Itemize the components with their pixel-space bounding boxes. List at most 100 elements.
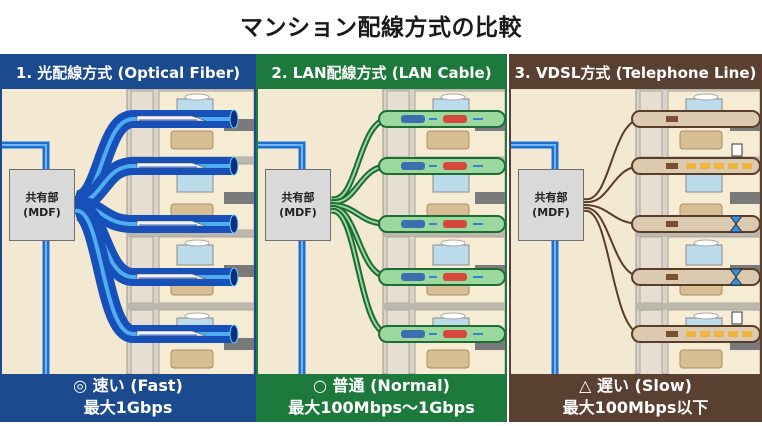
cargo-box-icon	[714, 163, 724, 169]
sofa-icon	[679, 130, 723, 150]
mdf-label: 共有部	[25, 191, 59, 204]
sofa-icon	[426, 349, 470, 369]
window-icon	[432, 244, 470, 266]
red-car-icon	[443, 115, 467, 123]
panel-footer: △ 遅い (Slow) 最大100Mbps以下	[511, 374, 760, 420]
lan-illustration	[258, 89, 505, 374]
max-speed: 最大100Mbps〜1Gbps	[288, 398, 475, 417]
optical-illustration	[2, 89, 254, 374]
riser-pipe-icon	[258, 141, 306, 374]
mdf-box: 共有部 (MDF)	[9, 169, 75, 241]
tube-end	[229, 267, 239, 287]
mdf-label: 共有部	[534, 191, 568, 204]
blue-car-icon	[401, 115, 425, 123]
red-car-icon	[443, 162, 467, 170]
telephone-line	[583, 209, 643, 335]
vdsl-illustration	[511, 89, 760, 374]
cargo-box-icon	[714, 331, 724, 337]
mdf-sublabel: (MDF)	[23, 206, 61, 219]
telephone-line	[583, 118, 643, 201]
red-car-icon	[443, 220, 467, 228]
traffic-icon	[731, 143, 743, 157]
lan-tube	[378, 268, 505, 286]
blue-car-icon	[401, 273, 425, 281]
hourglass-icon	[729, 268, 743, 286]
ceiling-light-icon	[184, 93, 210, 101]
floor-slab	[383, 303, 505, 310]
mine-cart-icon	[666, 163, 678, 169]
riser-pipe-icon	[511, 141, 559, 374]
mdf-label: 共有部	[281, 191, 315, 204]
panel-header: 1. 光配線方式 (Optical Fiber)	[2, 56, 254, 89]
red-car-icon	[443, 330, 467, 338]
tv-icon	[224, 192, 254, 204]
floor-slab	[636, 303, 760, 310]
cargo-box-icon	[686, 163, 696, 169]
floor-slab	[127, 303, 254, 310]
panel-footer: ◎ 速い (Fast) 最大1Gbps	[2, 374, 254, 420]
tv-icon	[475, 192, 505, 204]
max-speed: 最大1Gbps	[83, 398, 173, 417]
ceiling-light-icon	[693, 239, 719, 247]
lan-cable-core	[330, 209, 390, 335]
sofa-icon	[170, 349, 214, 369]
cargo-box-icon	[728, 331, 738, 337]
tube-end	[229, 214, 239, 234]
tv-icon	[730, 192, 760, 204]
traffic-icon	[731, 311, 743, 325]
sofa-icon	[679, 349, 723, 369]
speed-rating: ○ 普通 (Normal)	[313, 376, 450, 395]
panel-optical-fiber: 1. 光配線方式 (Optical Fiber) 共有部 (MDF) ◎ 速い …	[0, 54, 256, 422]
mdf-box: 共有部 (MDF)	[518, 169, 584, 241]
ceiling-light-icon	[184, 239, 210, 247]
lan-tube	[378, 325, 505, 343]
mdf-sublabel: (MDF)	[279, 206, 317, 219]
optical-diagram: 共有部 (MDF)	[2, 89, 254, 374]
sofa-icon	[426, 130, 470, 150]
window-icon	[176, 244, 214, 266]
panel-header: 2. LAN配線方式 (LAN Cable)	[258, 56, 505, 89]
ceiling-light-icon	[440, 312, 466, 320]
car-icons	[401, 115, 483, 338]
floor-slab	[636, 230, 760, 237]
ceiling-light-icon	[440, 93, 466, 101]
ceiling-light-icon	[184, 312, 210, 320]
mine-cart-icon	[666, 221, 678, 227]
fiber-bundle	[73, 109, 239, 344]
mine-cart-icon	[666, 116, 678, 122]
speed-rating: ◎ 速い (Fast)	[73, 376, 183, 395]
vdsl-tube	[631, 110, 760, 128]
panel-lan-cable: 2. LAN配線方式 (LAN Cable) 共有部 (MDF) ○ 普通 (N…	[256, 54, 507, 422]
blue-car-icon	[401, 162, 425, 170]
hourglass-icon	[729, 215, 743, 233]
ceiling-light-icon	[693, 93, 719, 101]
mine-cart-icon	[666, 331, 678, 337]
lan-tube	[378, 215, 505, 233]
cargo-box-icon	[742, 163, 752, 169]
tube-end	[229, 324, 239, 344]
mine-cart-icons	[666, 116, 752, 337]
bullet-train-icons	[136, 115, 207, 337]
tube-end	[229, 109, 239, 129]
cargo-box-icon	[686, 331, 696, 337]
mine-cart-icon	[666, 274, 678, 280]
lan-tube	[378, 110, 505, 128]
red-car-icon	[443, 273, 467, 281]
ceiling-light-icon	[693, 312, 719, 320]
cargo-box-icon	[700, 163, 710, 169]
mdf-sublabel: (MDF)	[532, 206, 570, 219]
sofa-icon	[170, 130, 214, 150]
vdsl-diagram: 共有部 (MDF)	[511, 89, 760, 374]
riser-pipe-icon	[2, 141, 50, 374]
lan-diagram: 共有部 (MDF)	[258, 89, 505, 374]
cargo-box-icon	[728, 163, 738, 169]
vdsl-tube	[631, 215, 760, 233]
cargo-box-icon	[742, 331, 752, 337]
tube-end	[229, 156, 239, 176]
page-title: マンション配線方式の比較	[240, 15, 522, 41]
ceiling-light-icon	[440, 239, 466, 247]
cargo-box-icon	[700, 331, 710, 337]
fiber-glow	[74, 208, 234, 336]
window-icon	[685, 244, 723, 266]
speed-rating: △ 遅い (Slow)	[579, 376, 692, 395]
